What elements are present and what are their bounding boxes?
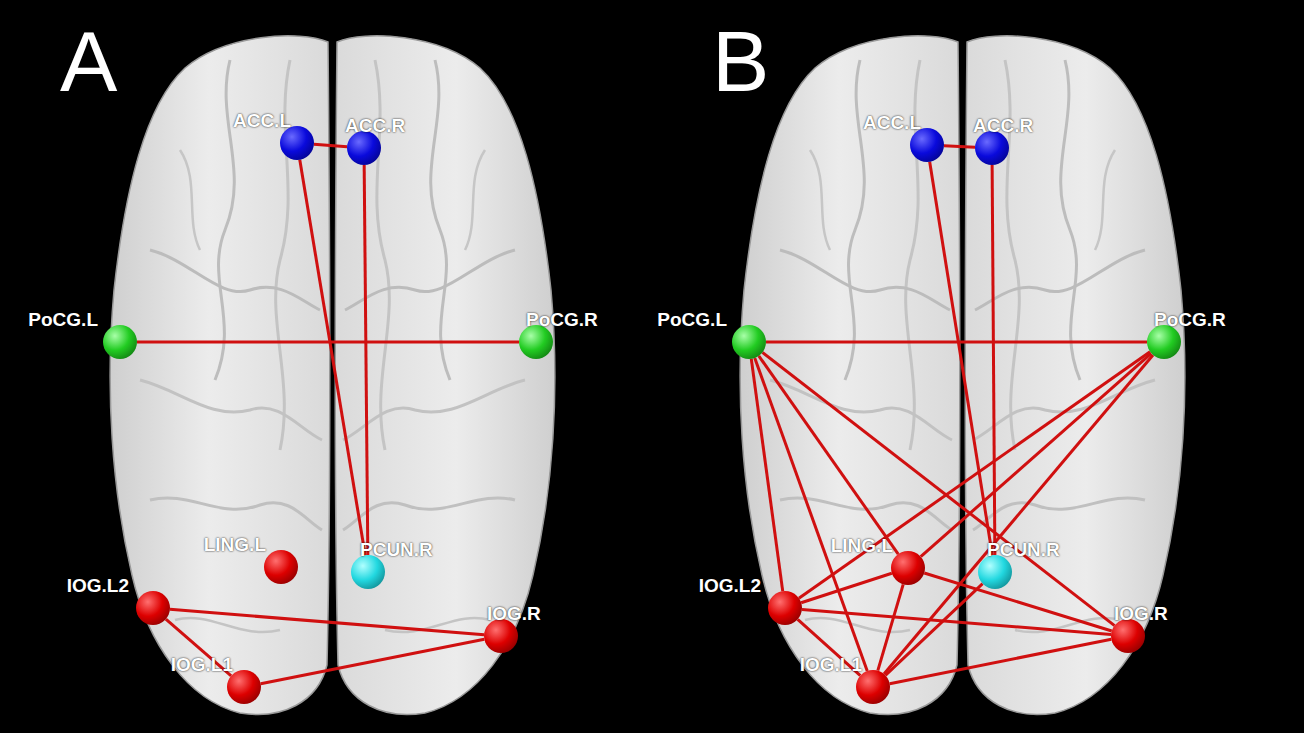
connection-stroke — [300, 160, 365, 555]
connection-stroke — [924, 573, 1112, 631]
connection-line — [885, 584, 982, 676]
connection-stroke — [930, 162, 993, 555]
panel-letter: B — [712, 18, 769, 104]
region-node: ACC.R — [347, 131, 381, 165]
region-label: LING.L — [204, 535, 266, 555]
connection-stroke — [762, 352, 1114, 625]
region-node: IOG.R — [484, 619, 518, 653]
region-node: PCUN.R — [978, 555, 1012, 589]
region-node: ACC.R — [975, 131, 1009, 165]
region-node: LING.L — [264, 550, 298, 584]
connection-stroke — [878, 584, 903, 670]
connection-line — [992, 165, 995, 555]
connection-stroke — [170, 609, 484, 634]
region-label: PCUN.R — [987, 540, 1060, 560]
region-node: PoCG.L — [732, 325, 766, 359]
region-node: IOG.R — [1111, 619, 1145, 653]
region-label: ACC.R — [973, 116, 1033, 136]
connection-stroke — [992, 165, 995, 555]
connection-line — [364, 165, 368, 555]
connection-stroke — [261, 639, 485, 683]
region-label: PCUN.R — [360, 540, 433, 560]
region-label: PoCG.L — [657, 310, 727, 330]
region-label: ACC.L — [863, 113, 921, 133]
region-node: ACC.L — [280, 126, 314, 160]
connection-line — [930, 162, 993, 555]
region-node: IOG.L1 — [227, 670, 261, 704]
connection-stroke — [802, 609, 1111, 634]
region-label: PoCG.R — [1154, 310, 1226, 330]
connection-stroke — [137, 341, 519, 344]
connection-line — [799, 352, 1150, 598]
panel-letter: A — [60, 18, 117, 104]
connection-line — [170, 609, 484, 634]
region-node: PoCG.L — [103, 325, 137, 359]
region-node: PoCG.R — [1147, 325, 1181, 359]
connection-line — [762, 352, 1114, 625]
region-node: IOG.L1 — [856, 670, 890, 704]
region-label: PoCG.L — [28, 310, 98, 330]
connection-stroke — [890, 639, 1112, 683]
connection-stroke — [944, 146, 975, 147]
connection-line — [766, 342, 1147, 343]
region-label: IOG.L2 — [699, 576, 761, 596]
connection-stroke — [364, 165, 368, 555]
connection-line — [261, 639, 485, 683]
region-label: LING.L — [831, 536, 893, 556]
region-label: ACC.R — [345, 116, 405, 136]
brain-b — [740, 36, 1185, 715]
brain-a — [110, 36, 555, 715]
connection-stroke — [755, 358, 868, 671]
connection-line — [921, 353, 1152, 556]
region-label: IOG.R — [1114, 604, 1168, 624]
connection-stroke — [921, 353, 1152, 556]
connection-stroke — [885, 584, 982, 676]
region-label: PoCG.R — [526, 310, 598, 330]
region-label: IOG.R — [487, 604, 541, 624]
region-node: PoCG.R — [519, 325, 553, 359]
connection-line — [314, 144, 347, 146]
region-label: IOG.L2 — [67, 576, 129, 596]
region-node: ACC.L — [910, 128, 944, 162]
connection-line — [755, 358, 868, 671]
connection-line — [137, 342, 519, 343]
connection-stroke — [801, 573, 892, 602]
connection-stroke — [759, 356, 898, 554]
connection-stroke — [799, 352, 1150, 598]
connection-line — [801, 573, 892, 602]
region-node: IOG.L2 — [768, 591, 802, 625]
connection-line — [890, 639, 1112, 683]
connection-stroke — [314, 144, 347, 146]
connection-line — [802, 609, 1111, 634]
connection-stroke — [766, 341, 1147, 344]
region-label: IOG.L1 — [171, 655, 233, 675]
region-label: ACC.L — [233, 111, 291, 131]
region-node: IOG.L2 — [136, 591, 170, 625]
connection-line — [878, 584, 903, 670]
region-node: LING.L — [891, 551, 925, 585]
connection-line — [759, 356, 898, 554]
connection-line — [924, 573, 1112, 631]
connection-line — [944, 146, 975, 147]
region-label: IOG.L1 — [800, 655, 862, 675]
region-node: PCUN.R — [351, 555, 385, 589]
connection-line — [300, 160, 365, 555]
